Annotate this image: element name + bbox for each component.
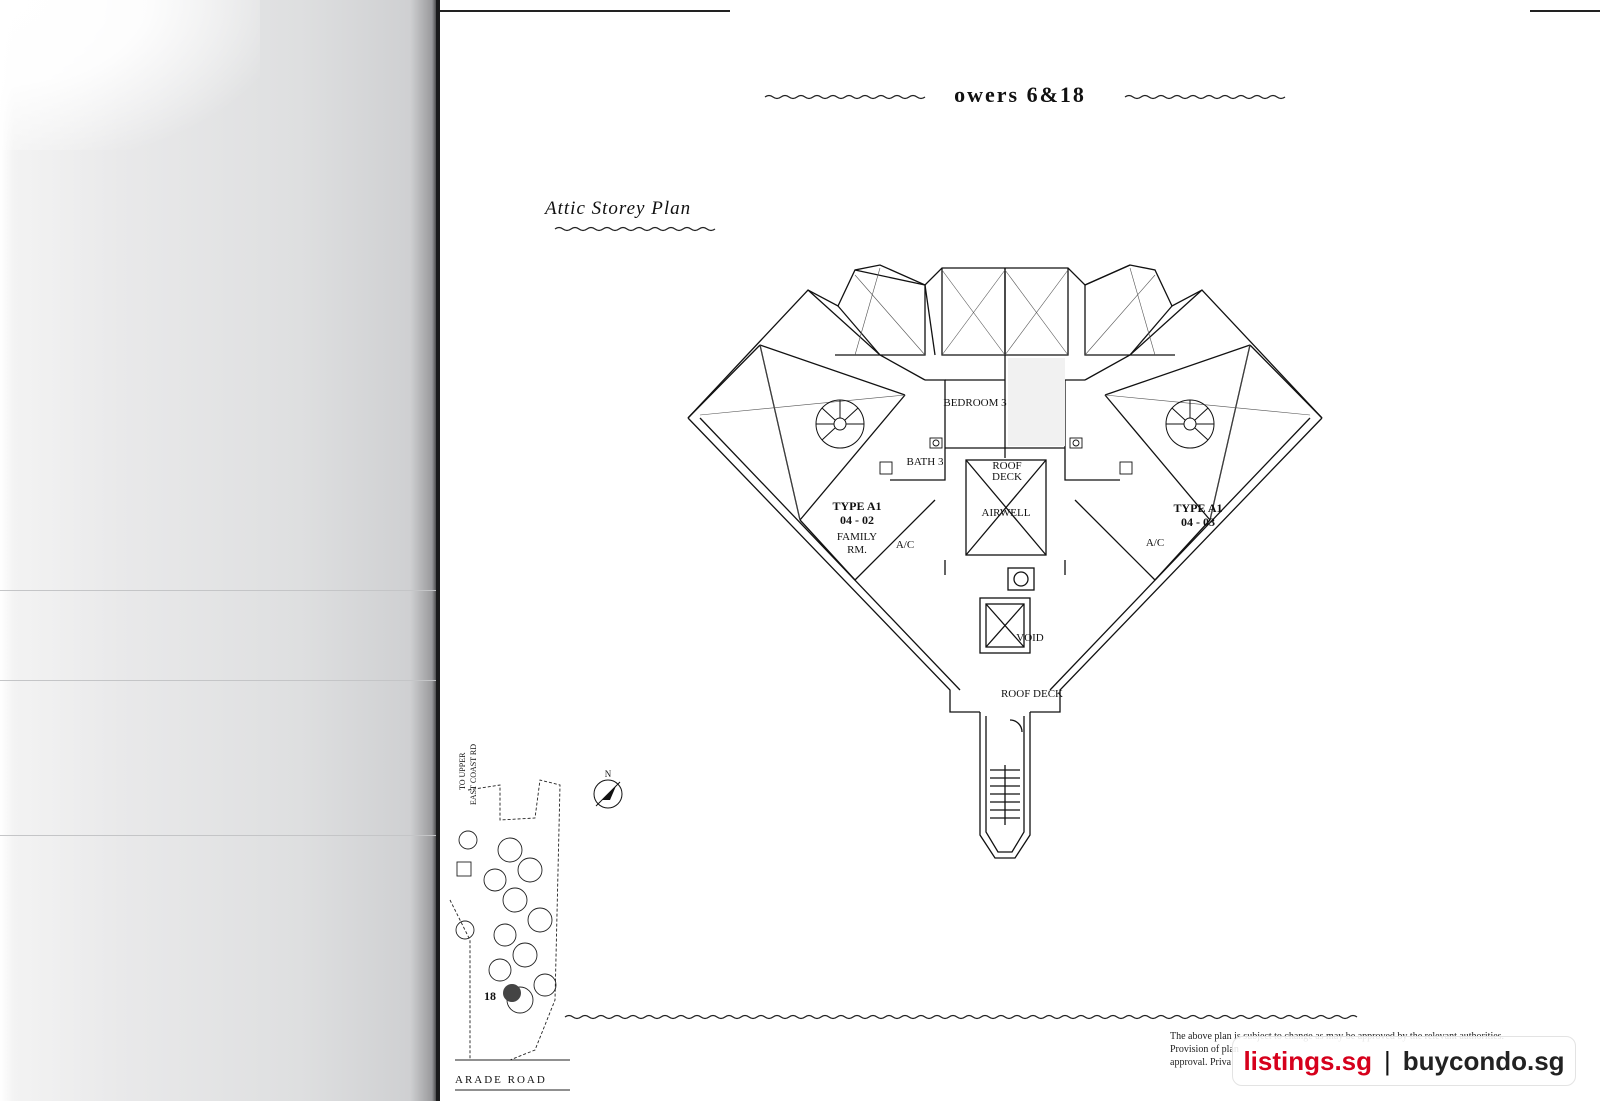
site-road-label-1: TO UPPER	[458, 752, 467, 790]
site-block-number: 18	[484, 989, 496, 1003]
label-roof-deck-small-1: ROOF	[992, 460, 1021, 472]
label-ac-left: A/C	[896, 539, 914, 551]
label-type-right: TYPE A1	[1173, 501, 1222, 515]
label-bedroom3: BEDROOM 3	[943, 397, 1007, 409]
label-bath3: BATH 3	[907, 456, 944, 468]
spiral-staircase-left	[815, 399, 865, 449]
label-ac-right: A/C	[1146, 537, 1164, 549]
label-roof-deck-small-2: DECK	[992, 471, 1022, 483]
site-parade-road: ARADE ROAD	[455, 1074, 547, 1086]
north-label: N	[605, 769, 612, 779]
label-type-left: TYPE A1	[832, 499, 881, 513]
label-roof-deck: ROOF DECK	[1001, 688, 1063, 700]
label-unit-right: 04 - 03	[1181, 515, 1215, 529]
decorative-wave-rules	[554, 94, 1358, 1020]
brand-buycondo[interactable]: buycondo.sg	[1402, 1045, 1565, 1076]
label-family-2: RM.	[847, 544, 867, 556]
plan-outline	[687, 264, 1323, 859]
disclaimer-line-3: approval. Priva	[1170, 1057, 1232, 1068]
room-cross-lines	[699, 267, 1311, 521]
hatched-area	[1008, 358, 1065, 446]
brand-separator: |	[1384, 1045, 1391, 1076]
spiral-staircase-right	[1165, 399, 1215, 449]
binding-spine	[436, 0, 440, 1101]
label-unit-left: 04 - 02	[840, 513, 874, 527]
site-labels: TO UPPER EAST COAST RD 18 ARADE ROAD	[455, 744, 547, 1086]
plan-labels: BEDROOM 3 BATH 3 ROOF DECK AIRWELL TYPE …	[832, 397, 1222, 700]
disclaimer-line-2: Provision of plan	[1170, 1044, 1239, 1055]
fold-crease	[0, 835, 438, 836]
fold-crease	[0, 590, 438, 591]
site-key-plan	[449, 779, 570, 1091]
branding-watermark[interactable]: listings.sg | buycondo.sg	[1232, 1036, 1576, 1086]
fold-crease	[0, 680, 438, 681]
top-border-line	[1530, 10, 1600, 12]
label-void: VOID	[1016, 632, 1044, 644]
folded-page-panel	[0, 0, 438, 1101]
north-arrow-icon: N	[593, 769, 623, 809]
brand-listings[interactable]: listings.sg	[1243, 1045, 1373, 1076]
label-family-1: FAMILY	[837, 531, 877, 543]
page-header-title: owers 6&18	[954, 82, 1086, 107]
plan-title: Attic Storey Plan	[545, 198, 692, 219]
label-airwell: AIRWELL	[982, 507, 1031, 519]
top-border-line	[440, 10, 730, 12]
bathroom-fixtures	[879, 437, 1133, 475]
highlighted-block-18	[503, 984, 521, 1002]
site-road-label-2: EAST COAST RD	[469, 744, 478, 805]
